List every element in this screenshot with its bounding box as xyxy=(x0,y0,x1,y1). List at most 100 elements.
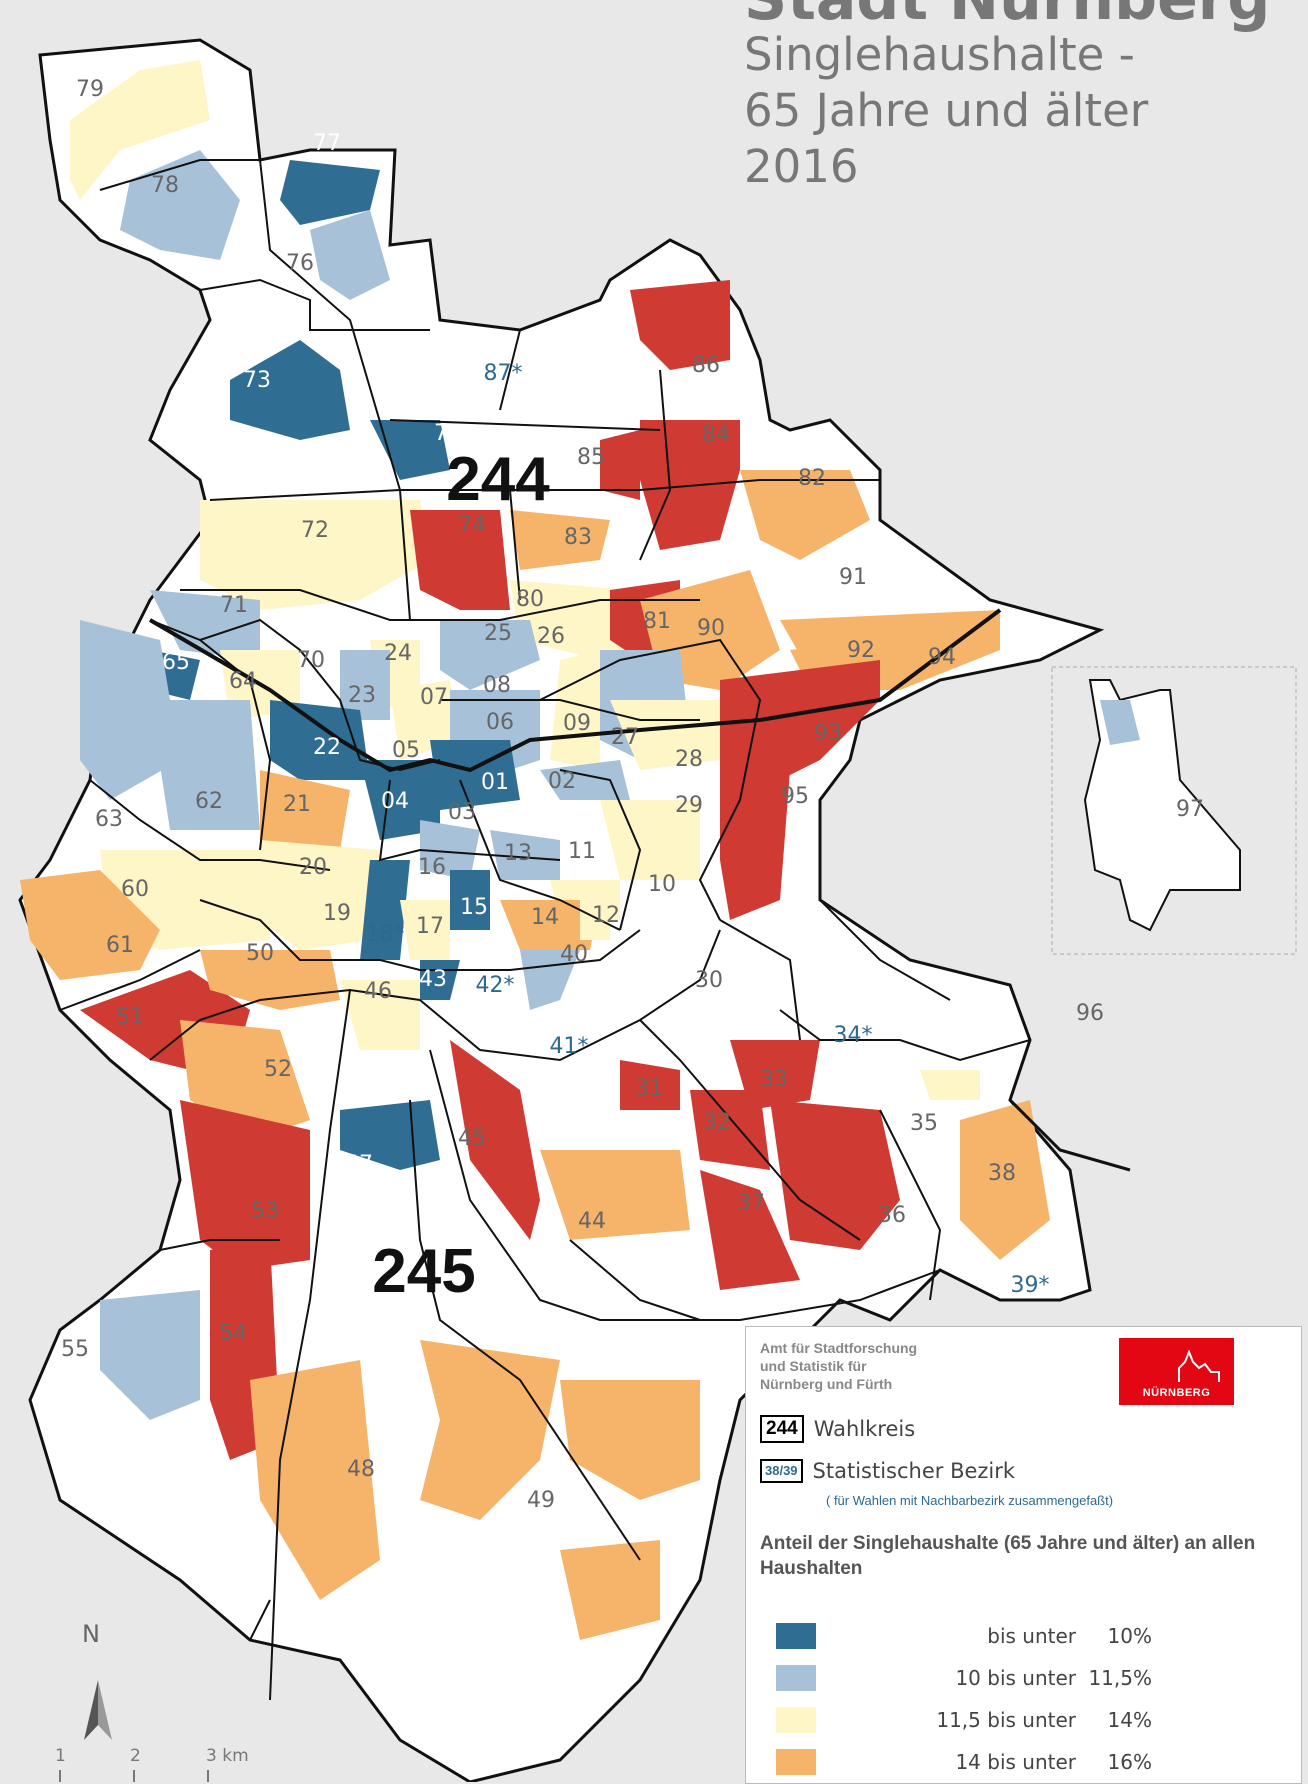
district-label-33: 33 xyxy=(760,1067,788,1092)
district-boundaries xyxy=(59,159,1031,1701)
wahlkreis-sample: 244 xyxy=(760,1415,804,1443)
district-label-13: 13 xyxy=(504,841,532,866)
district-label-38: 38 xyxy=(988,1161,1016,1186)
legend-class-pct-4: 16% xyxy=(1107,1750,1152,1774)
district-97-frame xyxy=(1051,666,1297,955)
district-label-05: 05 xyxy=(392,738,420,763)
district-label-20: 20 xyxy=(299,855,327,880)
district-label-72: 72 xyxy=(301,518,329,543)
district-label-23: 23 xyxy=(348,683,376,708)
district-label-07: 07 xyxy=(420,685,448,710)
district-label-25: 25 xyxy=(484,621,512,646)
district-label-10: 10 xyxy=(648,872,676,897)
city-title: Stadt Nürnberg xyxy=(744,0,1270,34)
title-line-2: 65 Jahre und älter xyxy=(744,84,1149,137)
district-label-55: 55 xyxy=(61,1337,89,1362)
district-label-87: 87* xyxy=(484,361,523,386)
city-skyline-icon xyxy=(1178,1349,1220,1382)
district-label-86: 86 xyxy=(692,353,720,378)
district-label-39: 39* xyxy=(1011,1273,1050,1298)
district-label-49: 49 xyxy=(527,1488,555,1513)
district-label-11: 11 xyxy=(568,839,596,864)
district-label-84: 84 xyxy=(702,422,730,447)
district-label-65: 65 xyxy=(162,650,190,675)
wahlkreis-boundary xyxy=(148,608,1002,773)
bezirk-note: ( für Wahlen mit Nachbarbezirk zusammeng… xyxy=(826,1493,1114,1508)
map-legend: Amt für Stadtforschung und Statistik für… xyxy=(745,1326,1302,1784)
district-label-53: 53 xyxy=(251,1199,279,1224)
district-label-06: 06 xyxy=(486,710,514,735)
district-label-63: 63 xyxy=(95,807,123,832)
district-label-75: 75 xyxy=(434,421,462,446)
district-label-51: 51 xyxy=(116,1005,144,1030)
district-label-81: 81 xyxy=(643,609,671,634)
legend-swatch-2 xyxy=(776,1665,816,1691)
district-label-37: 37 xyxy=(737,1191,765,1216)
district-label-91: 91 xyxy=(839,565,867,590)
scale-tick-3: 3 km xyxy=(206,1746,249,1766)
wahlkreis-label: Wahlkreis xyxy=(813,1417,916,1441)
scale-bar xyxy=(59,1770,209,1782)
district-label-47: 47 xyxy=(345,1152,373,1177)
class-patches xyxy=(20,60,1050,1640)
district-label-64: 64 xyxy=(229,669,257,694)
district-label-36: 36 xyxy=(878,1203,906,1228)
district-label-04: 04 xyxy=(381,789,409,814)
district-label-30: 30 xyxy=(695,968,723,993)
legend-swatch-1 xyxy=(776,1623,816,1649)
district-label-02: 02 xyxy=(548,769,576,794)
org-line-1: Amt für Stadtforschung xyxy=(760,1340,918,1356)
north-arrow-shade xyxy=(98,1680,112,1740)
north-arrow-icon xyxy=(84,1680,98,1740)
district-label-29: 29 xyxy=(675,793,703,818)
district-label-76: 76 xyxy=(286,251,314,276)
bezirk-sample: 38/39 xyxy=(760,1459,803,1483)
organization-name: Amt für Stadtforschung und Statistik für… xyxy=(760,1339,917,1393)
district-label-22: 22 xyxy=(313,735,341,760)
scale-tick-1: 1 xyxy=(55,1746,66,1766)
district-label-96: 96 xyxy=(1076,1001,1104,1026)
legend-swatch-3 xyxy=(776,1707,816,1733)
wahlkreis-label-245: 245 xyxy=(372,1237,475,1306)
district-label-44: 44 xyxy=(578,1209,606,1234)
district-label-93: 93 xyxy=(814,721,842,746)
legend-class-label-2: 10 bis unter xyxy=(955,1666,1076,1690)
nuernberg-logo: NÜRNBERG xyxy=(1119,1338,1234,1405)
district-label-01: 01 xyxy=(481,770,509,795)
district-label-41: 41* xyxy=(550,1034,589,1059)
district-label-35: 35 xyxy=(910,1111,938,1136)
legend-bezirk: 38/39 Statistischer Bezirk xyxy=(760,1459,1015,1483)
district-label-14: 14 xyxy=(531,905,559,930)
district-label-71: 71 xyxy=(220,593,248,618)
district-label-12: 12 xyxy=(592,903,620,928)
legend-class-label-3: 11,5 bis unter xyxy=(936,1708,1076,1732)
district-label-80: 80 xyxy=(516,587,544,612)
district-label-34: 34* xyxy=(834,1023,873,1048)
legend-heading: Anteil der Singlehaushalte (65 Jahre und… xyxy=(760,1533,1256,1579)
district-label-31: 31 xyxy=(635,1076,663,1101)
district-label-27: 27 xyxy=(611,725,639,750)
district-label-95: 95 xyxy=(781,784,809,809)
district-label-94: 94 xyxy=(928,645,956,670)
district-label-52: 52 xyxy=(264,1057,292,1082)
district-label-62: 62 xyxy=(195,789,223,814)
district-label-73: 73 xyxy=(243,368,271,393)
district-label-17: 17 xyxy=(416,914,444,939)
district-label-21: 21 xyxy=(283,792,311,817)
district-label-70: 70 xyxy=(297,648,325,673)
legend-class-pct-1: 10% xyxy=(1107,1624,1152,1648)
district-label-74: 74 xyxy=(458,513,486,538)
district-label-32: 32 xyxy=(703,1110,731,1135)
district-label-54: 54 xyxy=(219,1321,247,1346)
district-label-16: 16 xyxy=(418,855,446,880)
org-line-2: und Statistik für xyxy=(760,1358,867,1374)
district-label-15: 15 xyxy=(460,895,488,920)
district-label-40: 40 xyxy=(560,942,588,967)
district-label-08: 08 xyxy=(483,673,511,698)
title-line-1: Singlehaushalte - xyxy=(744,28,1135,81)
district-label-92: 92 xyxy=(847,638,875,663)
